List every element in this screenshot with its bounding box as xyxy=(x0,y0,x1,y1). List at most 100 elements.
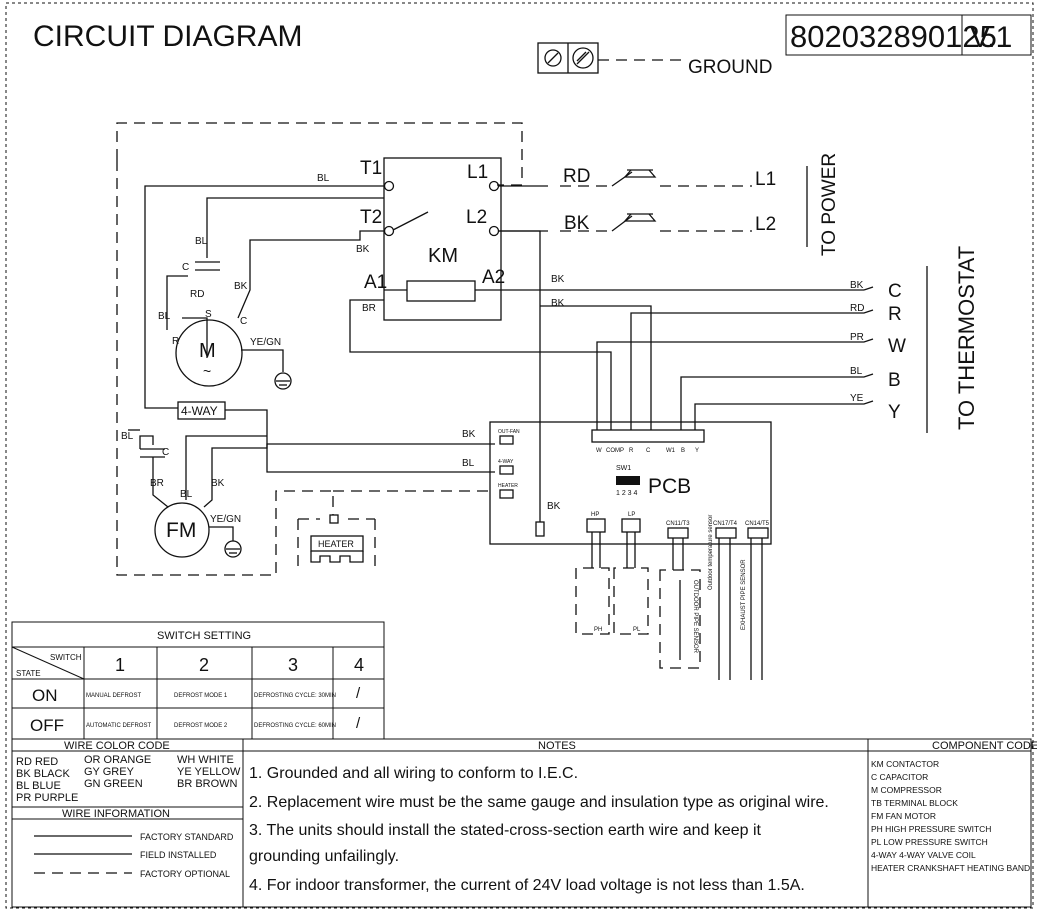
th-wire-y: YE xyxy=(850,393,864,404)
wire-bl-fan: BL xyxy=(121,431,134,442)
switch-on-4: / xyxy=(356,685,361,702)
wcc-2-2: GN GREEN xyxy=(84,778,143,790)
wire-bk-fan: BK xyxy=(211,478,225,489)
th-term-b: B xyxy=(888,370,901,391)
wire-bl-1: BL xyxy=(317,173,330,184)
wire-bk-ct2: BK xyxy=(356,244,370,255)
switch-corner-bottom: STATE xyxy=(16,669,41,678)
wire-bk-comp2: BK xyxy=(551,298,565,309)
pcb-sw1: SW1 xyxy=(616,465,631,472)
tb-comp: COMP xyxy=(606,448,624,454)
th-wire-b: BL xyxy=(850,366,863,377)
wire-info-title: WIRE INFORMATION xyxy=(62,808,170,820)
compressor-wave: ~ xyxy=(203,363,211,379)
legend-tables: WIRE COLOR CODE RD RED BK BLACK BL BLUE … xyxy=(11,738,1037,908)
switch-setting-title: SWITCH SETTING xyxy=(157,630,251,642)
conn-cn17: CN17/T4 xyxy=(713,521,738,527)
term-a1: A1 xyxy=(364,272,387,293)
wire-bk-outfan: BK xyxy=(462,429,476,440)
tb-w: W xyxy=(596,448,602,454)
fan-fm: FM xyxy=(166,519,196,542)
ground-symbol: GROUND xyxy=(537,42,772,78)
conn-cn14: CN14/T5 xyxy=(745,521,770,527)
switch-on-3: DEFROSTING CYCLE: 30MIN xyxy=(254,693,336,699)
wire-info-optional: FACTORY OPTIONAL xyxy=(140,869,230,879)
wire-color-title: WIRE COLOR CODE xyxy=(64,740,170,752)
heater: HEATER xyxy=(297,490,495,566)
wcc-1-2: BL BLUE xyxy=(16,780,61,792)
tb-y: Y xyxy=(695,448,699,454)
wire-br-fan: BR xyxy=(150,478,164,489)
comp-term-c: C xyxy=(240,316,247,327)
wire-br-a1: BR xyxy=(362,303,376,314)
pcb-label: PCB xyxy=(648,475,691,498)
wire-bk-comp: BK xyxy=(234,281,248,292)
switch-row-on: ON xyxy=(32,686,58,705)
component-code-title: COMPONENT CODE xyxy=(932,740,1037,752)
th-wire-c: BK xyxy=(850,280,864,291)
cc-1: C CAPACITOR xyxy=(871,772,928,782)
compressor-motor: M ~ C RD BL S R C YE/GN xyxy=(158,261,292,390)
cc-0: KM CONTACTOR xyxy=(871,759,939,769)
switch-on-2: DEFROST MODE 1 xyxy=(174,693,228,699)
wcc-2-0: OR ORANGE xyxy=(84,754,151,766)
field-wire-top xyxy=(116,122,523,186)
pcb-board: OUT-FAN 4-WAY HEATER W COMP R C W1 B Y S… xyxy=(489,421,772,545)
switch-off-3: DEFROSTING CYCLE: 60MIN xyxy=(254,723,336,729)
th-term-r: R xyxy=(888,304,902,325)
pcb-port-heater: HEATER xyxy=(498,483,518,489)
th-term-w: W xyxy=(888,336,906,357)
tb-r: R xyxy=(629,448,634,454)
term-t1: T1 xyxy=(360,158,382,179)
power-l1: L1 xyxy=(755,169,776,190)
term-t2: T2 xyxy=(360,207,382,228)
pcb-port-4way: 4-WAY xyxy=(498,459,514,465)
wcc-2-1: GY GREY xyxy=(84,766,135,778)
cc-8: HEATER CRANKSHAFT HEATING BAND xyxy=(871,863,1030,873)
sensor-pl: PL xyxy=(633,627,641,633)
fan-ground-label: YE/GN xyxy=(210,514,241,525)
sensor-ph: PH xyxy=(594,627,602,633)
cc-5: PH HIGH PRESSURE SWITCH xyxy=(871,824,991,834)
fuse-symbol-2 xyxy=(623,213,657,222)
sensor-outdoor-temp: Outdoor temperature sensor xyxy=(708,515,714,590)
thermostat-terminals: TO THERMOSTAT BK C RD R PR W BL B YE Y xyxy=(501,246,979,433)
comp-term-s: S xyxy=(205,309,212,320)
diagram-title: CIRCUIT DIAGRAM xyxy=(33,20,302,53)
switch-setting-table: SWITCH SETTING SWITCH STATE 1 2 3 4 ON M… xyxy=(11,621,385,740)
wire-info-standard: FACTORY STANDARD xyxy=(140,832,234,842)
cap-c-label: C xyxy=(182,262,189,273)
th-term-y: Y xyxy=(888,402,901,423)
ground-label: GROUND xyxy=(688,57,772,78)
tb-w1: W1 xyxy=(666,448,676,454)
comp-term-r: R xyxy=(172,336,179,347)
switch-col-3: 3 xyxy=(288,655,298,675)
wire-bl-2: BL xyxy=(195,236,208,247)
wire-bk-l2: BK xyxy=(564,213,590,234)
th-wire-r: RD xyxy=(850,303,864,314)
contactor-label: KM xyxy=(428,245,458,267)
conn-hp: HP xyxy=(591,512,599,518)
compressor-m: M xyxy=(199,340,216,362)
notes-title: NOTES xyxy=(538,740,576,752)
term-a2: A2 xyxy=(482,267,505,288)
conn-lp: LP xyxy=(628,512,635,518)
note-4: 4. For indoor transformer, the current o… xyxy=(249,877,805,894)
wire-bl-fan2: BL xyxy=(180,489,193,500)
four-way-label: 4-WAY xyxy=(181,404,218,418)
note-3b: grounding unfailingly. xyxy=(249,848,399,865)
switch-row-off: OFF xyxy=(30,716,64,735)
part-number-box: 802032890125 V.1 xyxy=(785,14,1032,56)
switch-off-2: DEFROST MODE 2 xyxy=(174,723,228,729)
fuse-symbol-1 xyxy=(623,169,657,178)
term-l2: L2 xyxy=(466,207,487,228)
switch-col-2: 2 xyxy=(199,655,209,675)
switch-off-1: AUTOMATIC DEFROST xyxy=(86,723,151,729)
wcc-1-3: PR PURPLE xyxy=(16,792,78,804)
wire-bl-4way: BL xyxy=(462,458,475,469)
cc-6: PL LOW PRESSURE SWITCH xyxy=(871,837,988,847)
fan-ground-icon xyxy=(224,540,242,558)
wcc-1-0: RD RED xyxy=(16,756,58,768)
cc-2: M COMPRESSOR xyxy=(871,785,942,795)
